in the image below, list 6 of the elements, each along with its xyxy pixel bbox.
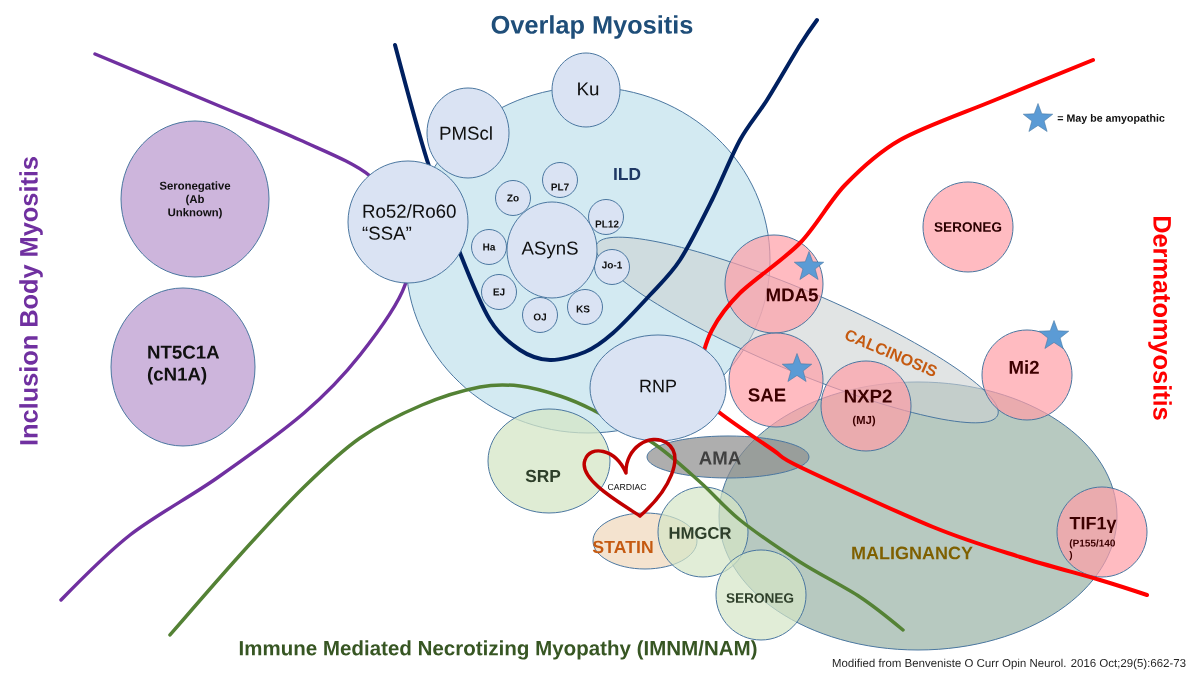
legend-text: = May be amyopathic [1057,114,1165,124]
region-label: Inclusion Body Myositis [19,157,43,445]
heart-shape: CARDIAC [582,437,677,518]
region-label: Dermatomyositis [1148,216,1172,420]
region-label: Overlap Myositis [491,15,693,39]
citation: Modified from Benveniste O Curr Opin Neurol. 2016 Oct;29(5):662-73 [832,658,1186,670]
